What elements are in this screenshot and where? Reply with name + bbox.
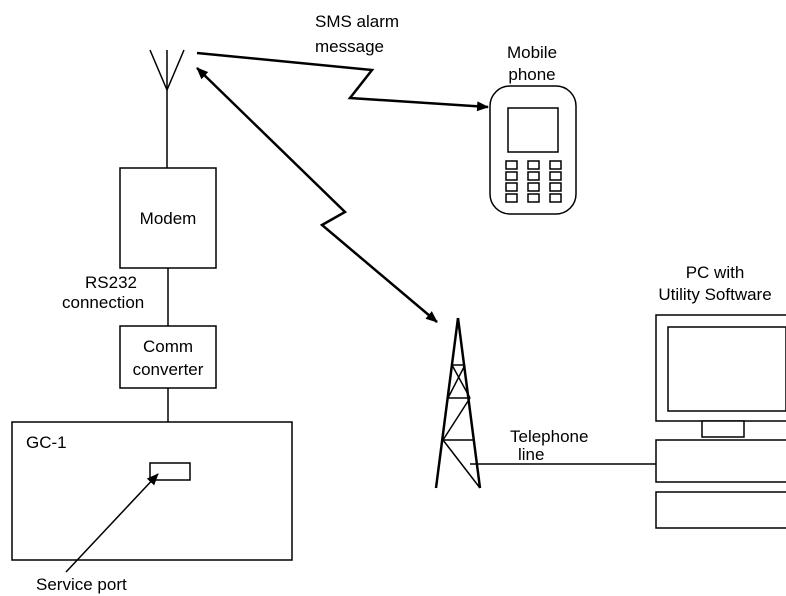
service-port-label: Service port: [36, 575, 127, 594]
pc-label-line2: Utility Software: [658, 285, 771, 304]
desktop-computer-icon: [655, 314, 786, 529]
sms-label-line2: message: [315, 37, 384, 56]
comm-converter-box: [119, 325, 217, 389]
sms-arrow: [196, 51, 489, 112]
sms-label-line1: SMS alarm: [315, 12, 399, 31]
comm-label-line2: converter: [133, 360, 204, 379]
service-port-pointer: [65, 473, 159, 573]
transmission-tower-icon: [434, 317, 482, 489]
antenna-icon: [149, 49, 185, 168]
wireless-link-arrow: [196, 67, 438, 323]
rs232-label-line2: connection: [62, 293, 144, 312]
modem-label: Modem: [140, 209, 197, 228]
rs232-label-line1: RS232: [85, 273, 137, 292]
mobile-label-line2: phone: [508, 65, 555, 84]
telephone-label-line2: line: [518, 445, 544, 464]
mobile-label-line1: Mobile: [507, 43, 557, 62]
pc-label-line1: PC with: [686, 263, 745, 282]
service-port: [149, 462, 191, 481]
comm-label-line1: Comm: [143, 337, 193, 356]
mobile-phone-icon: [489, 85, 577, 215]
gc1-label: GC-1: [26, 433, 67, 452]
gc1-box: [11, 421, 293, 561]
telephone-label-line1: Telephone: [510, 427, 588, 446]
